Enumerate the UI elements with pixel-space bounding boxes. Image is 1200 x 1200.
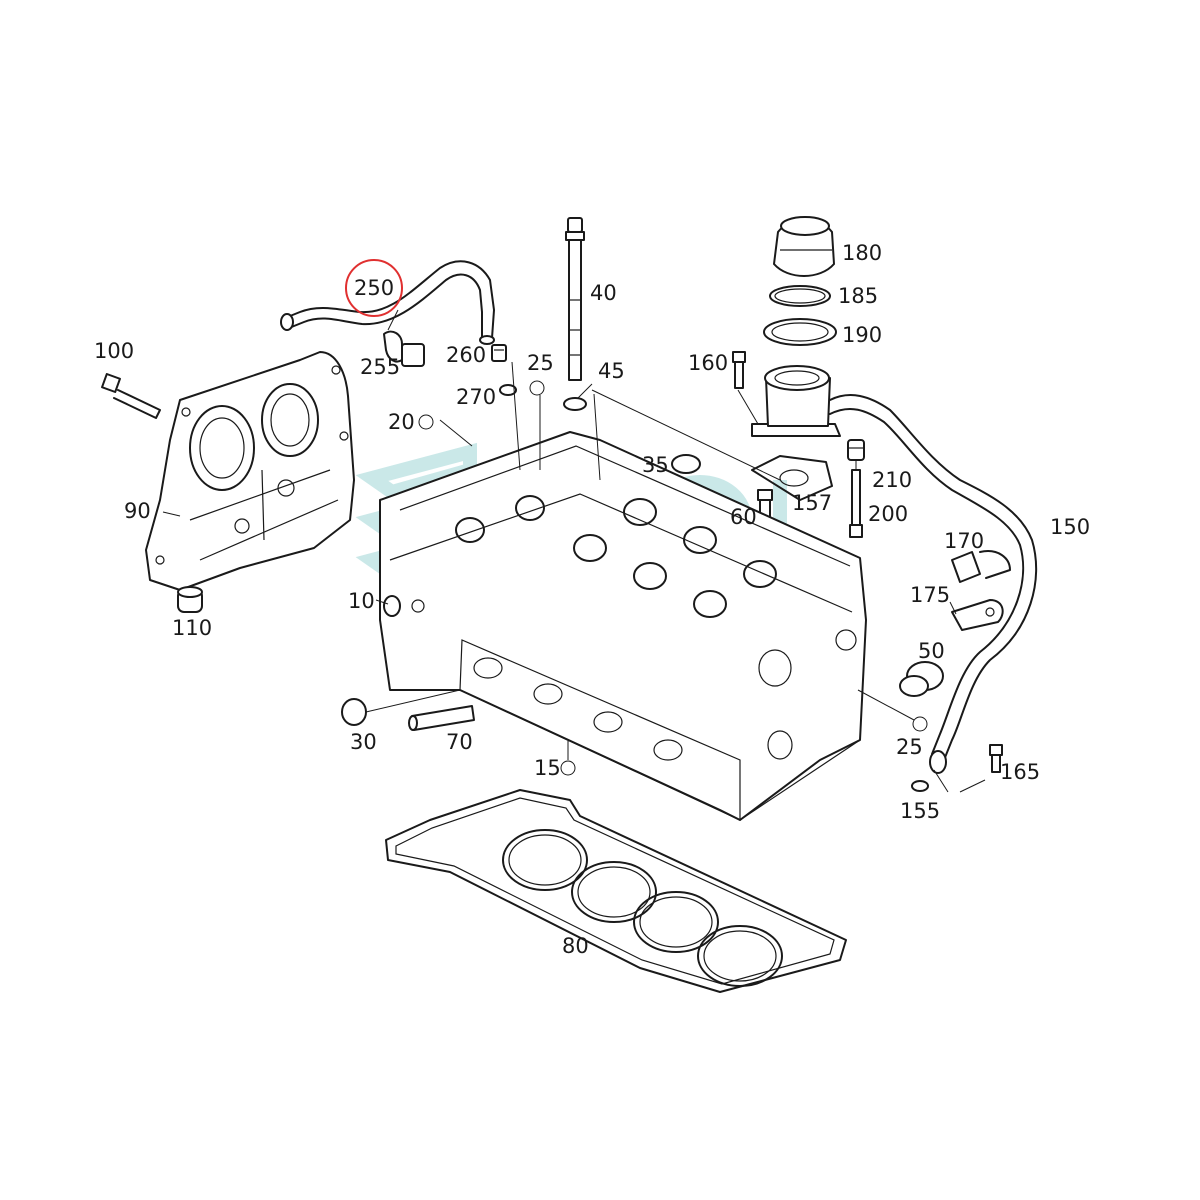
callout-255: 255: [360, 355, 400, 379]
seal-30: [341, 698, 367, 726]
bracket-175: [951, 599, 1004, 631]
callout-250: 250: [354, 276, 394, 300]
callout-35: 35: [642, 453, 669, 477]
callout-165: 165: [1000, 760, 1040, 784]
callout-155: 155: [900, 799, 940, 823]
callout-25-top: 25: [527, 351, 554, 375]
callout-45: 45: [598, 359, 625, 383]
dowel-70: [408, 705, 475, 731]
callout-190: 190: [842, 323, 882, 347]
leader-lines: [162, 309, 986, 793]
breather-hose-250: [280, 260, 495, 345]
callout-70: 70: [446, 730, 473, 754]
callout-20: 20: [388, 410, 415, 434]
callout-157: 157: [792, 491, 832, 515]
o-ring-155: [911, 780, 929, 792]
clip-255: [383, 330, 425, 367]
callout-40: 40: [590, 281, 617, 305]
gasket-157-hole: [779, 469, 809, 487]
coolant-hose-150: [829, 394, 1038, 774]
callout-100: 100: [94, 339, 134, 363]
sensor-200: [849, 469, 863, 538]
plug-10: [383, 595, 401, 617]
plug-50: [899, 661, 944, 697]
callout-185: 185: [838, 284, 878, 308]
callout-60: 60: [730, 505, 757, 529]
washer-270: [499, 384, 517, 396]
fitting-260: [491, 344, 507, 362]
head-bolt-40: [565, 217, 585, 381]
callout-150: 150: [1050, 515, 1090, 539]
sleeve-110: [177, 586, 203, 613]
head-gasket-80: [385, 789, 847, 993]
oil-filler-neck: [751, 365, 841, 437]
ref-ball-15: [560, 760, 576, 776]
callout-labels: 180 185 190 40 250 100 255 260 25 270 45…: [94, 241, 1090, 958]
connector-170: [951, 550, 1011, 583]
callout-25-right: 25: [896, 735, 923, 759]
bolt-165: [989, 744, 1003, 773]
callout-170: 170: [944, 529, 984, 553]
callout-200: 200: [868, 502, 908, 526]
bolt-100: [101, 373, 161, 419]
callout-210: 210: [872, 468, 912, 492]
timing-cover-90: [145, 351, 355, 591]
plug-35: [671, 454, 701, 474]
callout-180: 180: [842, 241, 882, 265]
o-ring-185: [769, 285, 831, 307]
callout-80: 80: [562, 934, 589, 958]
callout-175: 175: [910, 583, 950, 607]
callout-15: 15: [534, 756, 561, 780]
callout-160: 160: [688, 351, 728, 375]
bolt-160: [732, 351, 746, 389]
callout-260: 260: [446, 343, 486, 367]
ref-ball-25-right: [912, 716, 928, 732]
callout-110: 110: [172, 616, 212, 640]
ref-ball-20: [418, 414, 434, 430]
highlight-ring-250: [345, 259, 403, 317]
callout-50: 50: [918, 639, 945, 663]
seal-ring-190-inner: [771, 322, 829, 342]
ref-ball-25-top: [529, 380, 545, 396]
o-ring-185-inner: [774, 288, 826, 304]
callout-10: 10: [348, 589, 375, 613]
sensor-210: [847, 439, 865, 461]
oil-filler-cap-180: [773, 216, 835, 277]
callout-270: 270: [456, 385, 496, 409]
gasket-157: [751, 455, 833, 501]
callout-30: 30: [350, 730, 377, 754]
callout-90: 90: [124, 499, 151, 523]
washer-45: [563, 397, 587, 411]
cylinder-head: [379, 431, 867, 821]
